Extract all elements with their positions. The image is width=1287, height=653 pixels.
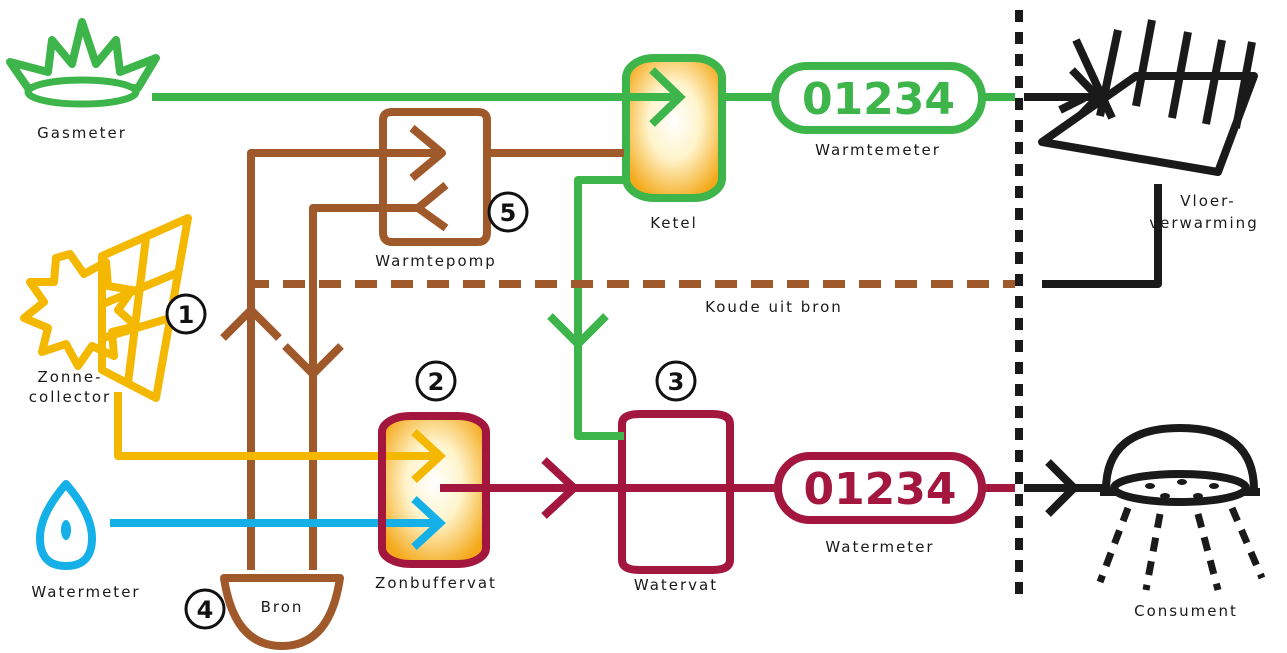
water-arrow-icon [1045,459,1078,517]
label-zonnecollector-1: Zonne- [37,368,102,386]
label-vloerverwarming-2: verwarming [1149,214,1258,232]
consumer-side [1024,19,1260,517]
label-consument: Consument [1134,602,1238,620]
label-zonbuffervat: Zonbuffervat [375,574,497,592]
step-number-1: 1 [178,301,195,329]
warmtemeter: 01234 [771,62,986,134]
up-arrow-icon [220,306,282,341]
heating-return-pipe [1042,184,1162,288]
bron-return-pipe [309,204,382,570]
label-warmtemeter: Warmtemeter [815,141,941,159]
label-ketel: Ketel [650,214,698,232]
watermeter-value: 01234 [803,464,956,515]
bron-supply-pipe [247,149,442,570]
zonbuffervat [378,412,490,568]
gas-circuit [6,18,1015,440]
step-number-2: 2 [428,368,445,396]
sun-icon [20,250,140,370]
step-numbers [165,191,697,630]
solar-pipe [114,392,440,460]
label-zonnecollector-2: collector [29,388,111,406]
step-number-3: 3 [668,368,685,396]
watermeter-out: 01234 [774,452,986,524]
hot-water-arrow-icon [541,457,578,519]
label-watervat: Watervat [634,576,718,594]
label-watermeter-out: Watermeter [825,538,934,556]
down-arrow-icon-2 [282,343,344,378]
step-number-4: 4 [197,596,214,624]
bron-vessel [220,574,344,650]
down-arrow-icon [547,313,609,348]
vloerverwarming-icon [1038,72,1258,176]
warmtemeter-value: 01234 [802,74,955,125]
solar-panel-icon [98,214,192,402]
water-drop-icon [36,480,96,570]
label-watermeter-in: Watermeter [31,583,140,601]
label-koude-uit-bron: Koude uit bron [705,298,843,316]
heatpump-circuit [220,108,1015,650]
label-vloerverwarming-1: Vloer- [1180,192,1235,210]
hot-water-circuit [440,410,1015,574]
gasmeter-icon [6,18,160,92]
ketel [620,54,726,202]
ketel-to-watervat-pipe [574,176,626,440]
step-number-5: 5 [500,199,517,227]
shower-spray [1096,479,1266,591]
label-warmtepomp: Warmtepomp [375,252,497,270]
label-bron: Bron [261,598,304,616]
label-gasmeter: Gasmeter [37,124,127,142]
